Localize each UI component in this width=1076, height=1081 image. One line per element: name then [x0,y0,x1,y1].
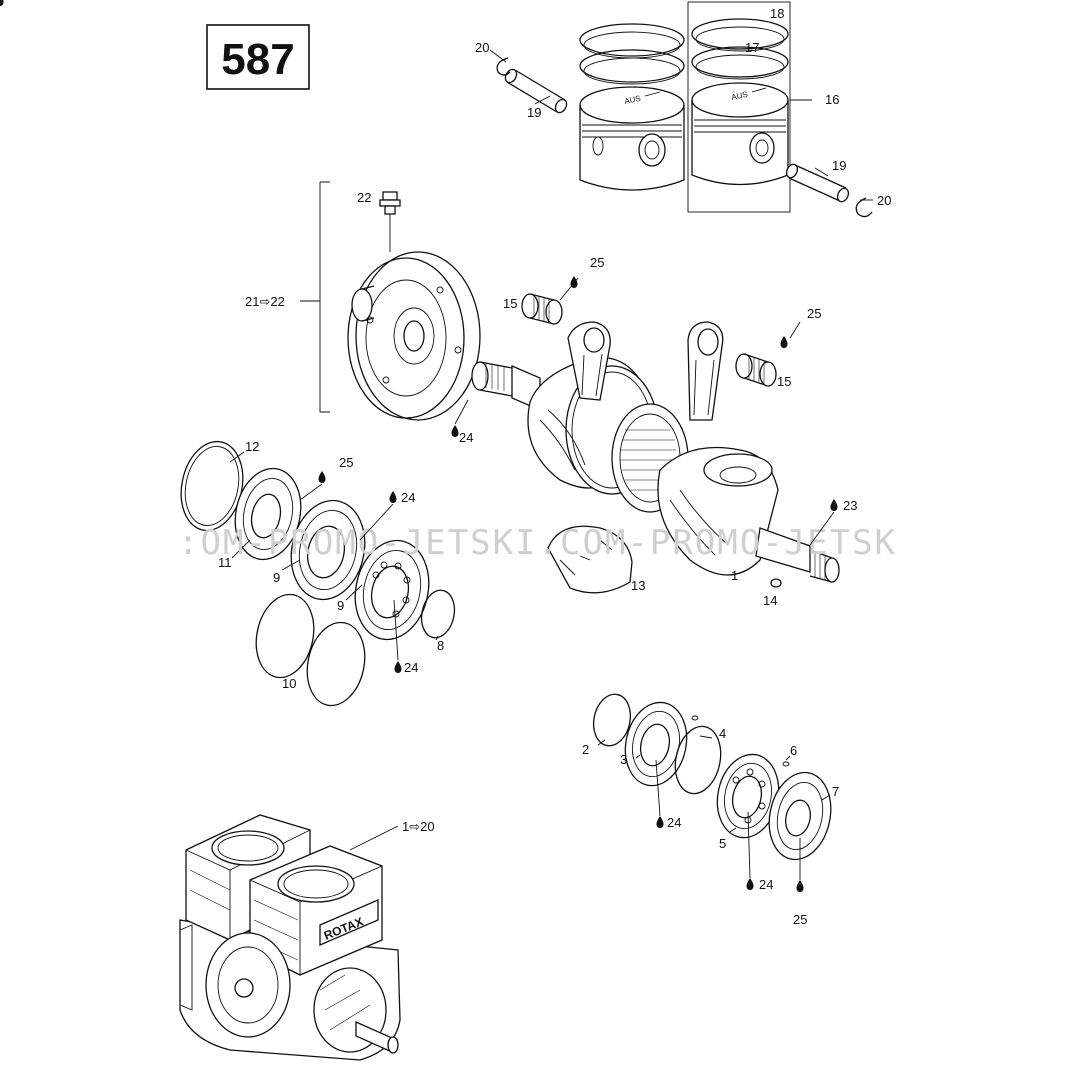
woodruff-key [770,578,782,588]
distance-ring [547,525,633,594]
callout-24d: 24 [667,815,681,830]
callout-engine: 1⇨20 [402,819,435,834]
page-number: 587 [221,35,294,84]
oil-seal-7 [768,771,832,861]
crankshaft-web-right [657,446,779,576]
callout-4: 4 [719,726,726,741]
callout-9a: 9 [273,570,280,585]
mag-bearing-set [592,693,832,861]
callout-15b: 15 [777,374,791,389]
oil-drop-icon-24e [746,878,754,890]
piston-left: AUS [579,86,685,191]
page-number-box: 587 [206,24,310,90]
callout-24b: 24 [401,490,415,505]
callout-24e: 24 [759,877,773,892]
rotor-flywheel [300,181,481,421]
svg-text:AUS: AUS [731,90,749,102]
piston-rings-right [691,18,789,80]
callout-24c: 24 [404,660,418,675]
callout-9b: 9 [337,598,344,613]
callout-3: 3 [620,752,627,767]
o-ring-10a [255,593,315,679]
callout-25b: 25 [807,306,821,321]
ball-bearing-3 [624,701,688,787]
callout-10: 10 [282,676,296,691]
svg-text:AUS: AUS [624,94,642,106]
callout-11: 11 [218,555,232,570]
callout-24a: 24 [459,430,473,445]
ball-bearing-5 [716,753,780,839]
oil-drop-icon-25d [796,880,804,892]
callout-19b: 19 [832,158,846,173]
oil-drop-icon-24c [394,661,402,673]
callout-25a: 25 [590,255,604,270]
pto-bearing-set [180,440,456,707]
ring-2 [592,693,632,747]
piston-rings-left [579,23,685,85]
callout-20a: 20 [475,40,489,55]
oil-drop-icon-24a [451,425,459,437]
callout-21: 21⇨22 [245,294,285,309]
connecting-rod-left [567,321,611,401]
callout-25d: 25 [793,912,807,927]
grease-fitting [379,191,401,252]
oil-seal-11 [234,467,302,561]
ring-8 [420,589,456,639]
callout-25c: 25 [339,455,353,470]
oil-drop-icon-25c [318,471,326,483]
callout-6: 6 [790,743,797,758]
callout-22: 22 [357,190,371,205]
crankshaft-mag-end [755,527,840,583]
needle-bearing-right [735,353,777,387]
callout-16: 16 [825,92,839,107]
needle-bearing-left [521,293,563,325]
oil-drop-icon-24d [656,816,664,828]
circlip-right [855,197,873,218]
callout-8: 8 [437,638,444,653]
watermark: :OM-PROMO-JETSKI.COM-PROMO-JETSK [178,523,897,563]
oil-drop-icon-24b [389,491,397,503]
oil-drop-icon-23 [830,499,838,511]
pin-4 [691,715,699,721]
oil-drop-icon [0,0,4,6]
callout-20b: 20 [877,193,891,208]
ring-4 [674,725,722,795]
callout-18: 18 [770,6,784,21]
callout-15a: 15 [503,296,517,311]
ball-bearing-9a [290,499,366,601]
callout-5: 5 [719,836,726,851]
ball-bearing-9b [354,539,430,641]
callout-17: 17 [745,40,759,55]
callout-13: 13 [631,578,645,593]
callout-labels: 1 2 3 4 5 6 7 8 9 9 10 11 12 13 14 15 15… [218,6,891,927]
piston-group: AUS AUS [489,1,873,218]
crankshaft-assembly [471,321,840,588]
callout-7: 7 [832,784,839,799]
callout-12: 12 [245,439,259,454]
piston-right: AUS [691,82,789,186]
callout-14: 14 [763,593,777,608]
piston-pin-right [785,163,850,203]
o-ring-10b [306,621,366,707]
connecting-rod-right [687,321,724,421]
callout-23: 23 [843,498,857,513]
engine-block: ROTAX [179,814,401,1061]
callout-1: 1 [731,568,738,583]
pin-6 [782,761,790,767]
callout-2: 2 [582,742,589,757]
circlip-left [496,57,511,76]
callout-19a: 19 [527,105,541,120]
oil-drop-icon-25b [780,336,788,348]
